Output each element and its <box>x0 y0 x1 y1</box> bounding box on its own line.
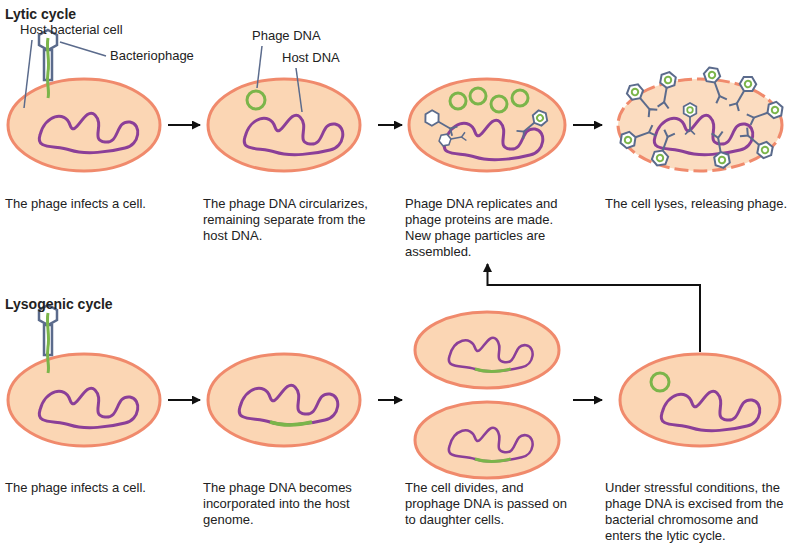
stage-arrow <box>573 399 602 401</box>
excised-cell <box>620 354 780 446</box>
stage-arrow <box>168 124 200 126</box>
replicating-cell <box>409 79 565 171</box>
stage-caption: The cell divides, and prophage DNA is pa… <box>405 480 570 528</box>
stage-caption: Under stressful conditions, the phage DN… <box>605 480 795 544</box>
stage-arrow <box>573 124 602 126</box>
stage-arrow <box>168 399 200 401</box>
cell-stage: The phage infects a cell. <box>5 355 165 496</box>
leader-lines <box>24 40 302 112</box>
cycle-heading: Lysogenic cycle <box>5 296 113 312</box>
part-label: Bacteriophage <box>110 48 194 64</box>
stage-caption: The cell lyses, releasing phage. <box>605 196 795 212</box>
stage-arrow <box>488 264 701 352</box>
integrated-cell <box>208 354 360 446</box>
stage-caption: The phage DNA becomes incorporated into … <box>203 480 375 528</box>
cell-stage: The cell divides, and prophage DNA is pa… <box>405 310 570 528</box>
cycle-heading: Lytic cycle <box>5 6 76 22</box>
circularized-cell <box>208 79 360 171</box>
cell-stage: The phage DNA circularizes, remaining se… <box>203 78 375 244</box>
part-label: Host bacterial cell <box>20 22 123 38</box>
stage-arrow <box>378 399 402 401</box>
daughter-cells <box>415 312 559 478</box>
stage-caption: The phage DNA circularizes, remaining se… <box>203 196 375 244</box>
part-label: Phage DNA <box>252 28 321 44</box>
stage-caption: The phage infects a cell. <box>5 480 165 496</box>
cell-stage: The cell lyses, releasing phage. <box>605 78 795 212</box>
part-label: Host DNA <box>282 50 340 66</box>
stage-caption: The phage infects a cell. <box>5 196 165 212</box>
cell-stage: The phage DNA becomes incorporated into … <box>203 355 375 528</box>
lysed-cell <box>618 65 785 171</box>
cell-stage: The phage infects a cell. <box>5 78 165 212</box>
infected-cell <box>8 305 160 446</box>
stage-caption: Phage DNA replicates and phage proteins … <box>405 196 570 260</box>
cell-stage: Phage DNA replicates and phage proteins … <box>405 78 570 260</box>
stage-arrow <box>378 124 402 126</box>
cell-stage: Under stressful conditions, the phage DN… <box>605 355 795 544</box>
